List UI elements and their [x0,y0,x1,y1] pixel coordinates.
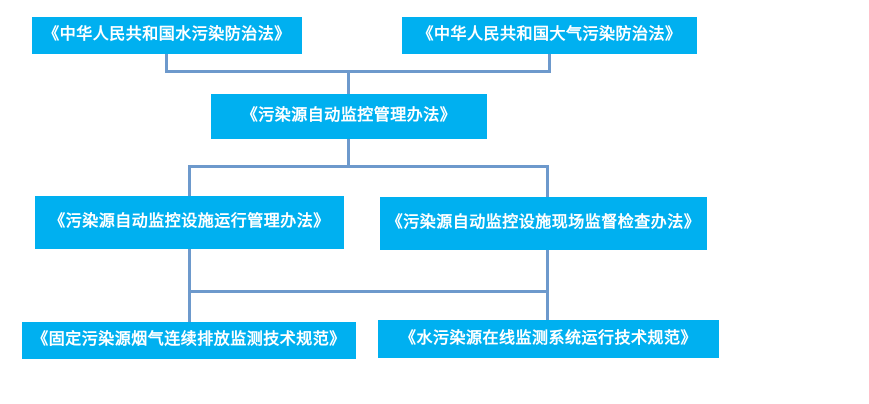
node-onsite-inspection-measures: 《污染源自动监控设施现场监督检查办法》 [380,197,707,250]
connector-top-rail [165,70,551,73]
connector-into-auto-monitoring [347,70,350,94]
connector-bottom-rail [188,290,549,293]
node-flue-gas-cems-spec: 《固定污染源烟气连续排放监测技术规范》 [22,322,356,359]
connector-mid-rail [188,165,549,168]
node-label: 《水污染源在线监测系统运行技术规范》 [399,329,697,347]
connector-air-law-drop [548,53,551,73]
connector-auto-monitoring-drop [347,139,350,168]
node-label: 《固定污染源烟气连续排放监测技术规范》 [32,331,346,349]
node-water-pollution-law: 《中华人民共和国水污染防治法》 [32,17,302,54]
node-label: 《污染源自动监控管理办法》 [241,107,457,125]
node-label: 《污染源自动监控设施运行管理办法》 [49,213,330,231]
node-label: 《中华人民共和国水污染防治法》 [43,26,291,44]
node-auto-monitoring-measures: 《污染源自动监控管理办法》 [211,94,487,139]
connector-water-law-drop [165,53,168,73]
node-facility-operation-measures: 《污染源自动监控设施运行管理办法》 [35,196,344,249]
node-water-online-monitoring-spec: 《水污染源在线监测系统运行技术规范》 [378,320,719,358]
node-label: 《中华人民共和国大气污染防治法》 [417,26,682,44]
node-air-pollution-law: 《中华人民共和国大气污染防治法》 [402,17,697,54]
node-label: 《污染源自动监控设施现场监督检查办法》 [386,214,701,232]
